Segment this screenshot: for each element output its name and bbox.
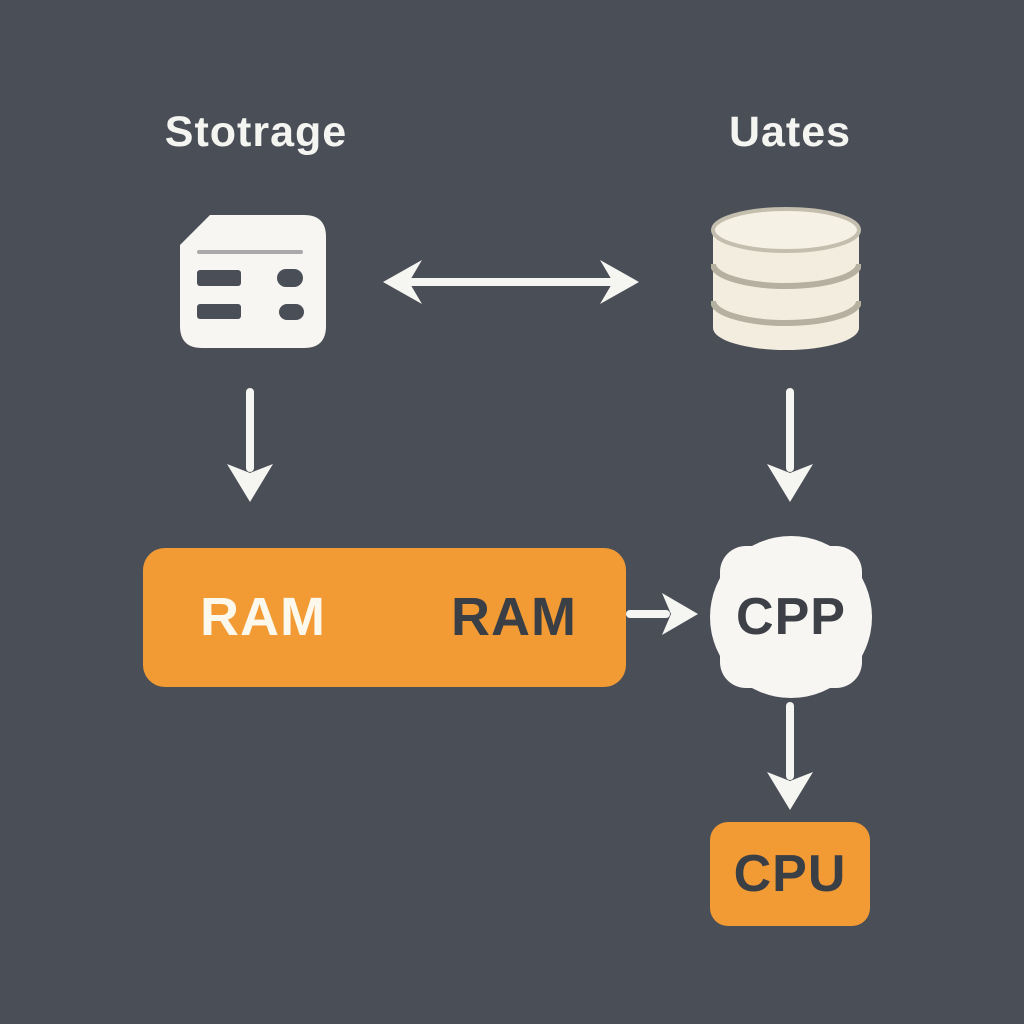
ram-label-left: RAM — [200, 586, 326, 647]
storage-to-ram-arrow — [227, 388, 273, 502]
cpp-node: CPP — [705, 531, 877, 703]
storage-label: Stotrage — [164, 108, 348, 156]
ram-to-cpp-arrow — [626, 593, 698, 635]
cpu-node: CPU — [710, 822, 870, 926]
database-to-cpp-arrow — [767, 388, 813, 502]
database-icon — [711, 207, 861, 350]
database-label: Uates — [728, 108, 852, 156]
storage-icon — [180, 215, 326, 348]
storage-database-arrow — [383, 260, 639, 304]
cpp-to-cpu-arrow — [767, 702, 813, 810]
cpp-chip-shape-inner — [720, 546, 862, 688]
cpp-label: CPP — [736, 588, 846, 646]
ram-node: RAM RAM — [143, 548, 626, 687]
ram-label-right: RAM — [451, 586, 577, 647]
